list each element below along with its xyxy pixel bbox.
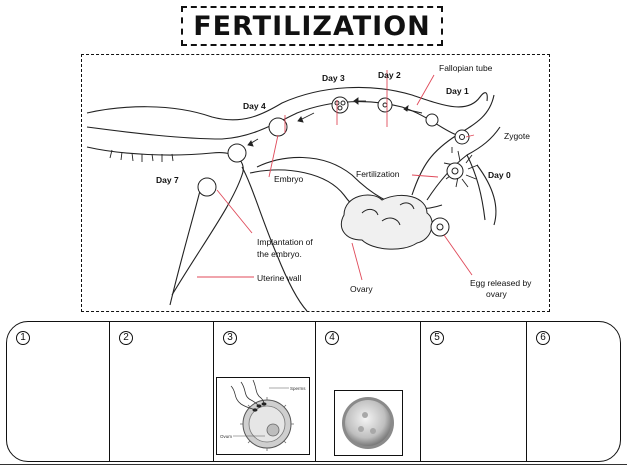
cell-number-3: 3 — [223, 331, 237, 345]
label-ovum: Ovum — [220, 434, 232, 439]
answer-cell-5[interactable]: 5 — [421, 322, 527, 461]
leader-lines — [197, 70, 475, 281]
label-ovary: Ovary — [350, 284, 373, 294]
label-implantation-line2: the embryo. — [257, 249, 302, 259]
label-day2: Day 2 — [378, 70, 401, 80]
cell-number-2: 2 — [119, 331, 133, 345]
label-day4: Day 4 — [243, 101, 266, 111]
cell-number-5: 5 — [430, 331, 444, 345]
label-egg-line2: ovary — [486, 289, 508, 299]
label-zygote: Zygote — [504, 131, 530, 141]
answer-cell-6[interactable]: 6 — [527, 322, 620, 461]
sperm-ovum-illustration: Sperms Ovum — [220, 379, 306, 451]
answer-strip: 1 2 3 Sperms Ovum 4 — [6, 321, 621, 462]
travel-arrows — [247, 97, 453, 153]
label-egg-line1: Egg released by — [470, 278, 532, 288]
cell-number-6: 6 — [536, 331, 550, 345]
label-uterine-wall: Uterine wall — [257, 273, 302, 283]
cell-number-1: 1 — [16, 331, 30, 345]
egg-cells — [197, 96, 470, 237]
ovary-shape — [340, 194, 433, 250]
label-sperms: Sperms — [290, 386, 306, 391]
answer-cell-2[interactable]: 2 — [110, 322, 214, 461]
label-day1: Day 1 — [446, 86, 469, 96]
label-embryo: Embryo — [274, 174, 304, 184]
label-fertilization: Fertilization — [356, 169, 400, 179]
label-day3: Day 3 — [322, 73, 345, 83]
cell-number-4: 4 — [325, 331, 339, 345]
zygote-image — [334, 390, 403, 456]
sperm-ovum-image: Sperms Ovum — [216, 377, 310, 455]
answer-cell-4[interactable]: 4 — [316, 322, 421, 461]
answer-cell-1[interactable]: 1 — [7, 322, 110, 461]
title-box: FERTILIZATION — [181, 6, 443, 46]
diagram-illustration: Day 3 Day 2 Day 1 Day 4 Day 7 Day 0 Fall… — [86, 63, 532, 312]
bottom-rule — [0, 464, 627, 465]
label-implantation-line1: Implantation of — [257, 237, 313, 247]
zygote-illustration — [342, 397, 394, 449]
answer-cell-3[interactable]: 3 Sperms Ovum — [214, 322, 316, 461]
label-day7: Day 7 — [156, 175, 179, 185]
label-day0: Day 0 — [488, 170, 511, 180]
page-title: FERTILIZATION — [193, 10, 431, 42]
label-fallopian-tube: Fallopian tube — [439, 63, 493, 73]
fertilization-diagram: Day 3 Day 2 Day 1 Day 4 Day 7 Day 0 Fall… — [81, 54, 550, 312]
